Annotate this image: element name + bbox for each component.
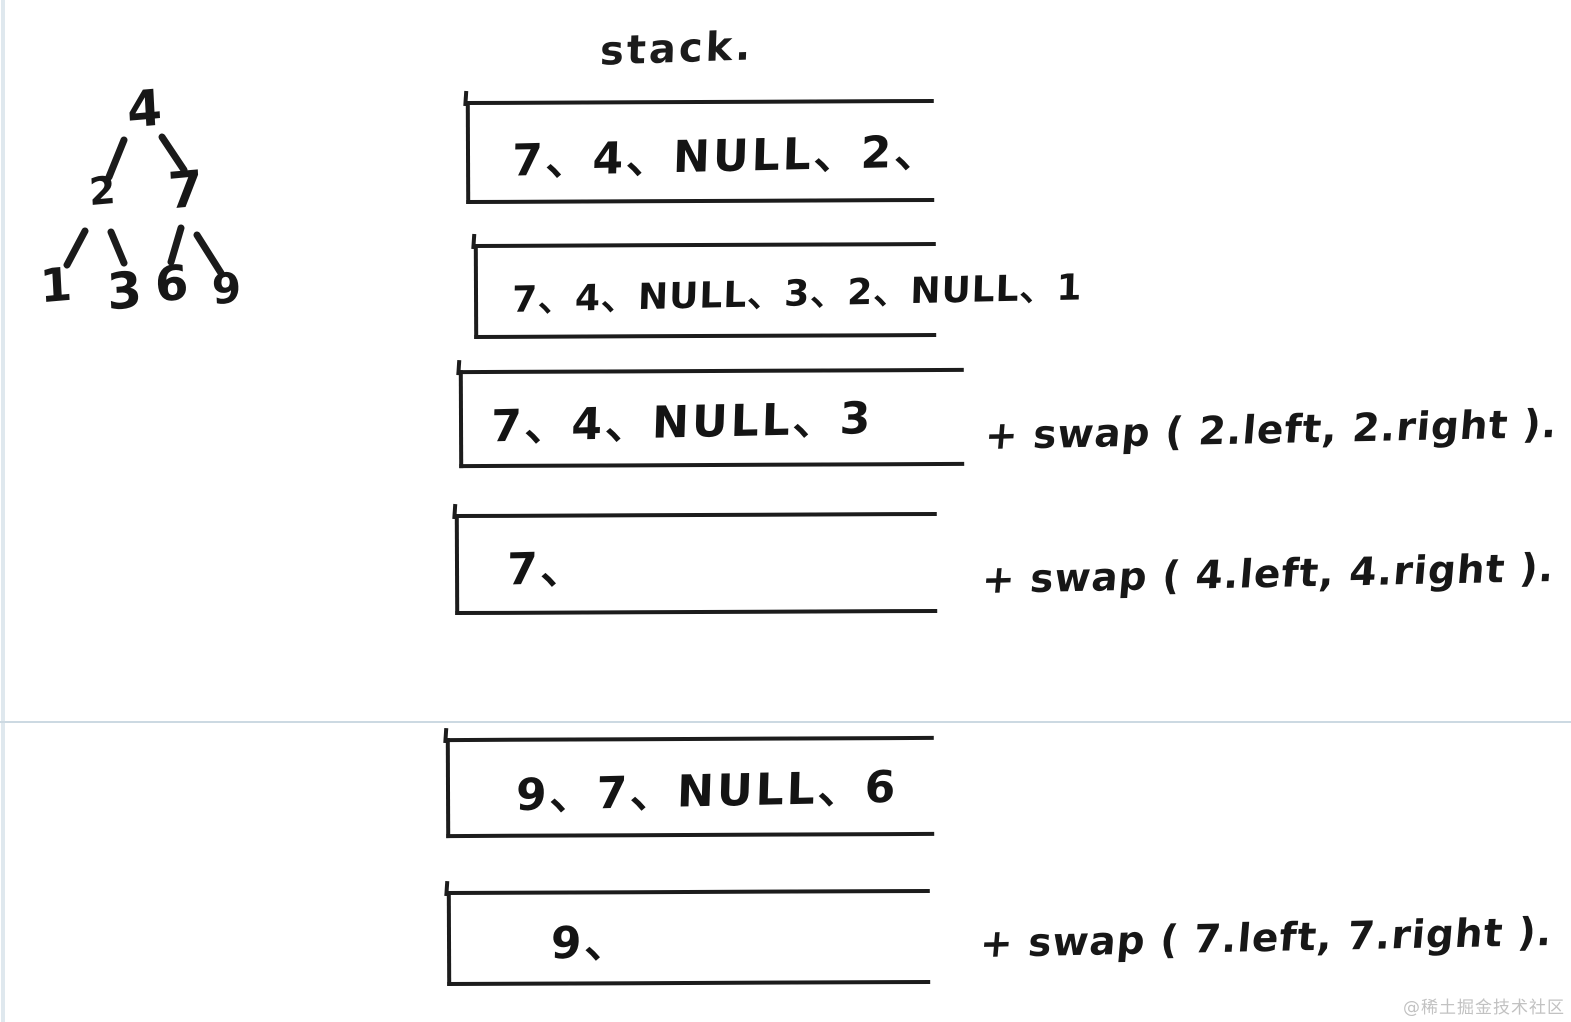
watermark: @稀土掘金技术社区 (1403, 998, 1565, 1018)
tree-node-9: 9 (210, 262, 243, 315)
stack-state-text-2: 7、4、NULL、3、2、NULL、1 (511, 266, 1084, 321)
tree-node-7: 7 (166, 159, 205, 221)
stack-state-box-1: 7、4、NULL、2、 (465, 98, 942, 205)
tree-node-3: 3 (105, 260, 144, 322)
stack-state-box-5: 9、7、NULL、6 (445, 735, 935, 839)
swap-annotation-1: + swap ( 2.left, 2.right ). (983, 401, 1560, 460)
stack-state-box-3: 7、4、NULL、3 (458, 367, 965, 469)
stack-state-text-5: 9、7、NULL、6 (515, 761, 900, 822)
stack-title: stack. (599, 23, 755, 75)
stack-state-box-6: 9、 (446, 888, 931, 987)
stack-state-text-6: 9、 (550, 916, 633, 969)
stack-state-box-2: 7、4、NULL、3、2、NULL、1 (473, 241, 1083, 340)
stack-state-box-4: 7、 (454, 511, 938, 616)
tree-node-1: 1 (38, 256, 74, 314)
page-left-edge (1, 0, 5, 1022)
tree-node-6: 6 (153, 254, 190, 314)
stack-state-text-1: 7、4、NULL、2、 (511, 125, 943, 187)
binary-tree-sketch: 4 2 7 1 3 6 9 (0, 0, 300, 340)
tree-node-4: 4 (125, 78, 164, 140)
stack-state-text-3: 7、4、NULL、3 (490, 392, 875, 453)
tree-node-2: 2 (87, 167, 117, 215)
section-divider (0, 721, 1571, 723)
swap-annotation-2: + swap ( 4.left, 4.right ). (980, 545, 1557, 604)
swap-annotation-3: + swap ( 7.left, 7.right ). (978, 909, 1555, 968)
tree-edges (63, 133, 225, 277)
stack-state-text-4: 7、 (506, 542, 589, 596)
